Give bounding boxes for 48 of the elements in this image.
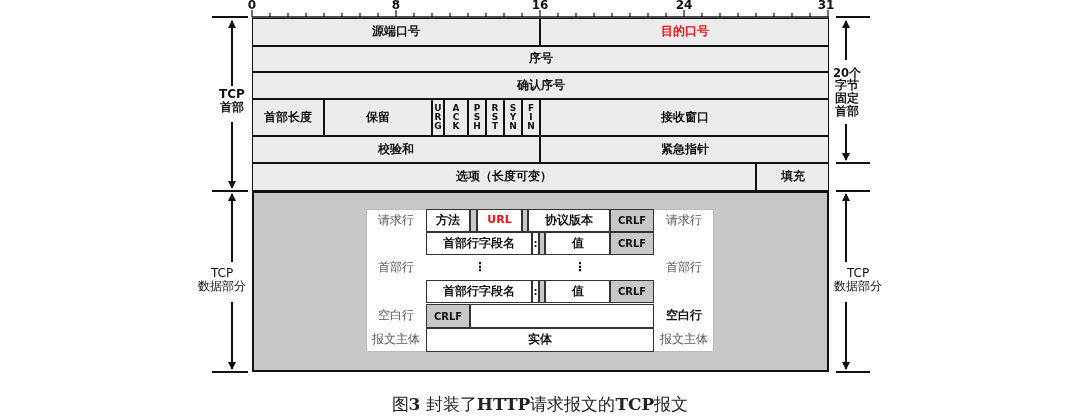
request-field: URL [477, 209, 522, 232]
flag-field: URG [432, 99, 444, 136]
entity-field: 实体 [426, 328, 654, 352]
row-label: 空白行 [377, 307, 415, 325]
side-label: 20个字节固定首部 [833, 64, 861, 120]
flag-field: PSH [468, 99, 486, 136]
request-field: 协议版本 [528, 209, 610, 232]
crlf-field: CRLF [610, 209, 654, 232]
ellipsis-mark: ⋮ [573, 259, 587, 277]
header-field: 选项（长度可变） [252, 163, 756, 191]
flag-field: ACK [444, 99, 468, 136]
header-field: 接收窗口 [540, 99, 829, 136]
header-field: 填充 [756, 163, 829, 191]
ellipsis-mark: ⋮ [473, 259, 487, 277]
header-field: 首部长度 [252, 99, 324, 136]
crlf-field: CRLF [610, 280, 654, 303]
flag-field: RST [486, 99, 504, 136]
header-field: 源端口号 [252, 18, 540, 46]
colon-field: : [532, 232, 539, 255]
row-label: 报文主体 [371, 331, 421, 349]
row-label: 首部行 [377, 259, 415, 277]
crlf-field: CRLF [610, 232, 654, 255]
flag-field: FIN [522, 99, 540, 136]
row-label: 报文主体 [659, 331, 709, 349]
caption: 图3 封装了HTTP请求报文的TCP报文 [390, 392, 690, 416]
bit-number: 8 [390, 0, 402, 12]
header-value-field: 值 [545, 280, 610, 303]
bit-number: 31 [816, 0, 836, 12]
bit-number: 16 [530, 0, 550, 12]
request-field: 方法 [426, 209, 470, 232]
header-field: 校验和 [252, 136, 540, 163]
crlf-field: CRLF [426, 304, 470, 328]
row-label: 空白行 [665, 307, 703, 325]
header-name-field: 首部行字段名 [426, 232, 532, 255]
header-field: 确认序号 [252, 72, 829, 99]
bit-number: 0 [246, 0, 258, 12]
row-label: 请求行 [377, 212, 415, 230]
bit-number: 24 [674, 0, 694, 12]
flag-field: SYN [504, 99, 522, 136]
header-field: 目的口号 [540, 18, 829, 46]
row-label: 首部行 [665, 259, 703, 277]
header-field: 保留 [324, 99, 432, 136]
header-field: 紧急指针 [540, 136, 829, 163]
colon-field: : [532, 280, 539, 303]
header-field: 序号 [252, 46, 829, 72]
row-label: 请求行 [665, 212, 703, 230]
header-value-field: 值 [545, 232, 610, 255]
header-name-field: 首部行字段名 [426, 280, 532, 303]
